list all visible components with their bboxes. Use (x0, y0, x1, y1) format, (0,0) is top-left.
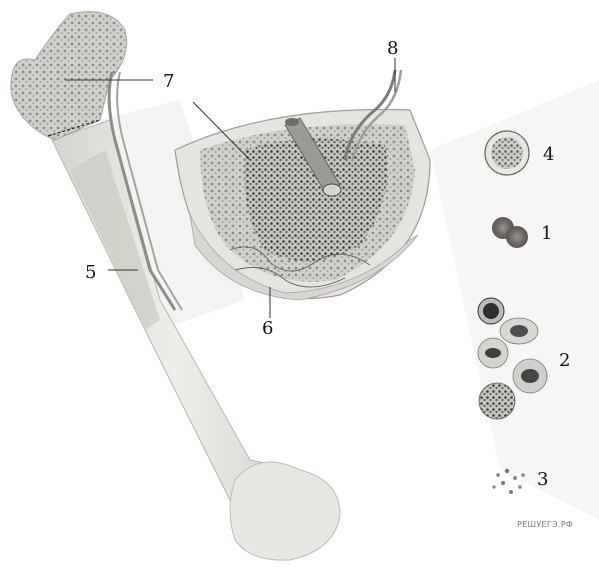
watermark: РЕШУЕГЭ.РФ (517, 520, 573, 529)
label-2: 2 (559, 352, 570, 370)
label-6: 6 (262, 320, 273, 338)
label-7: 7 (163, 73, 174, 91)
label-1: 1 (541, 225, 552, 243)
label-3: 3 (537, 471, 548, 489)
label-8: 8 (387, 40, 398, 58)
label-4: 4 (543, 146, 554, 164)
label-5: 5 (85, 264, 96, 282)
cell-4-megakaryocyte (485, 131, 529, 175)
